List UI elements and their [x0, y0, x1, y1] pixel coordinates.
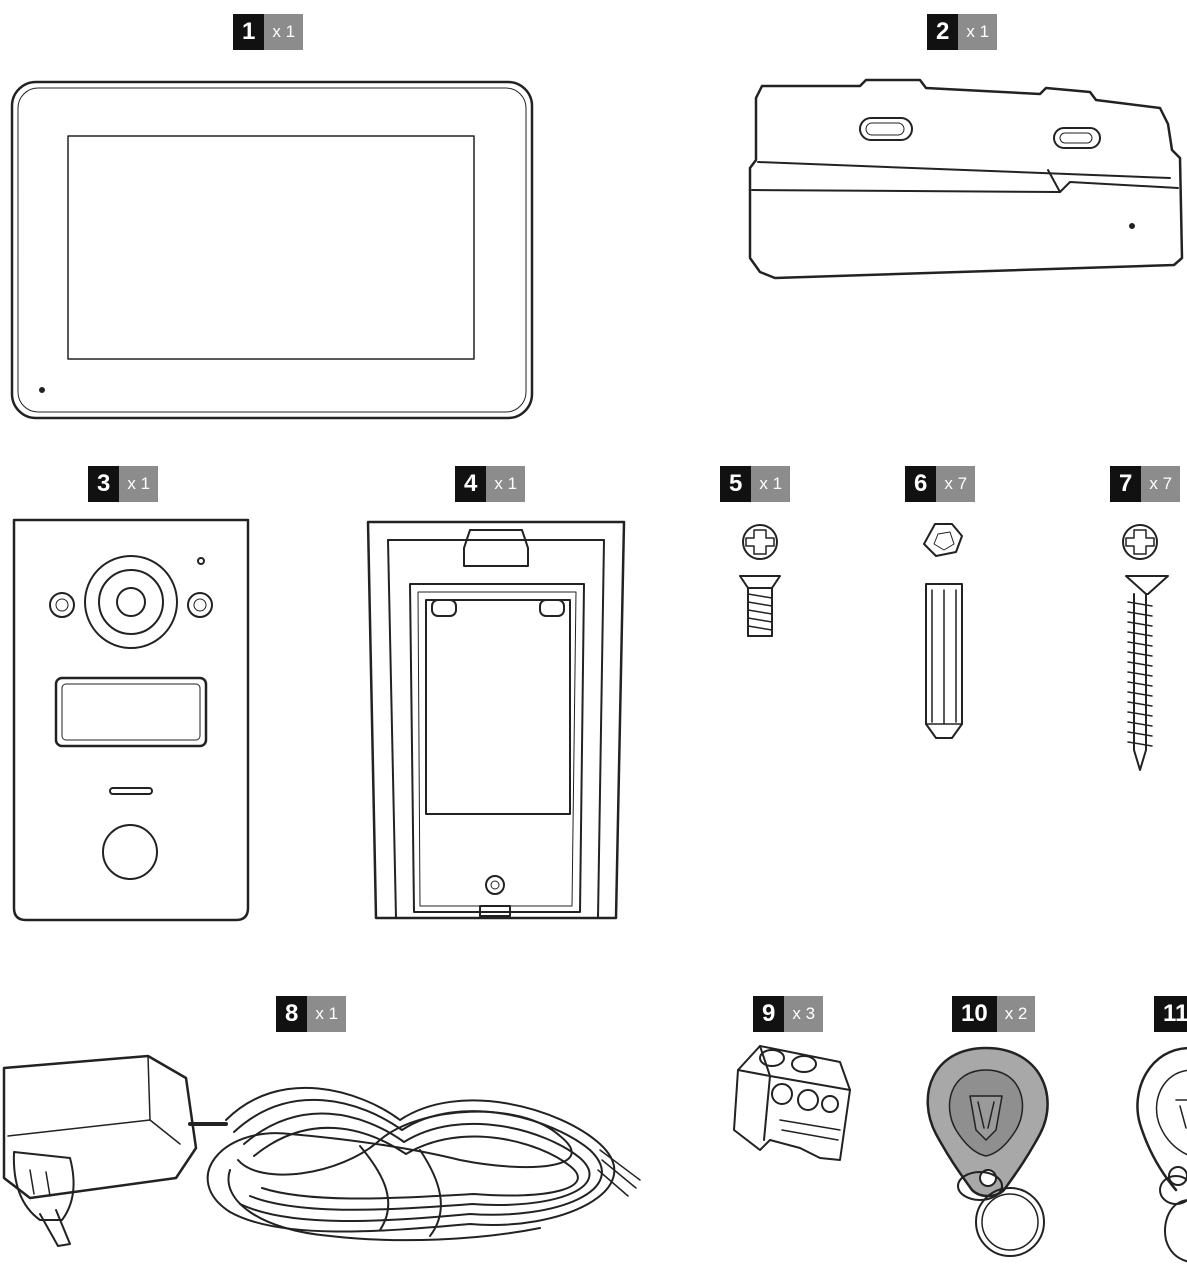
terminal-block-illustration	[733, 1045, 851, 1161]
item-10-number: 10	[952, 996, 997, 1032]
item-7-badge: 7 x 7	[1110, 466, 1181, 502]
item-7-quantity: x 7	[1141, 466, 1181, 502]
item-7-number: 7	[1110, 466, 1142, 502]
item-2-number: 2	[927, 14, 959, 50]
item-6-badge: 6 x 7	[905, 466, 976, 502]
item-9-badge: 9 x 3	[753, 996, 824, 1032]
item-4-quantity: x 1	[486, 466, 526, 502]
item-4-badge: 4 x 1	[455, 466, 526, 502]
item-3-badge: 3 x 1	[88, 466, 159, 502]
item-2-quantity: x 1	[958, 14, 998, 50]
item-3-quantity: x 1	[119, 466, 159, 502]
short-screw-illustration	[739, 524, 781, 637]
item-9-number: 9	[753, 996, 785, 1032]
rain-cover-illustration	[366, 520, 626, 920]
item-1-badge: 1 x 1	[233, 14, 304, 50]
item-11-badge: 11	[1154, 996, 1187, 1032]
item-5-number: 5	[720, 466, 752, 502]
item-4-number: 4	[455, 466, 487, 502]
door-station-illustration	[12, 518, 250, 922]
item-1-quantity: x 1	[264, 14, 304, 50]
item-9-quantity: x 3	[784, 996, 824, 1032]
item-5-badge: 5 x 1	[720, 466, 791, 502]
item-10-badge: 10 x 2	[952, 996, 1036, 1032]
white-rfid-tag-illustration	[1136, 1047, 1187, 1263]
item-10-quantity: x 2	[996, 996, 1036, 1032]
item-6-quantity: x 7	[936, 466, 976, 502]
item-5-quantity: x 1	[751, 466, 791, 502]
item-8-badge: 8 x 1	[276, 996, 347, 1032]
item-8-quantity: x 1	[307, 996, 347, 1032]
monitor-bracket-illustration	[748, 78, 1184, 280]
monitor-illustration	[10, 80, 534, 420]
item-1-number: 1	[233, 14, 265, 50]
item-2-badge: 2 x 1	[927, 14, 998, 50]
long-screw-illustration	[1122, 524, 1169, 771]
power-adapter-illustration	[2, 1054, 641, 1247]
item-8-number: 8	[276, 996, 308, 1032]
item-3-number: 3	[88, 466, 120, 502]
item-6-number: 6	[905, 466, 937, 502]
item-11-number: 11	[1154, 996, 1187, 1032]
grey-rfid-tag-illustration	[926, 1046, 1049, 1257]
wall-plug-illustration	[923, 523, 963, 739]
